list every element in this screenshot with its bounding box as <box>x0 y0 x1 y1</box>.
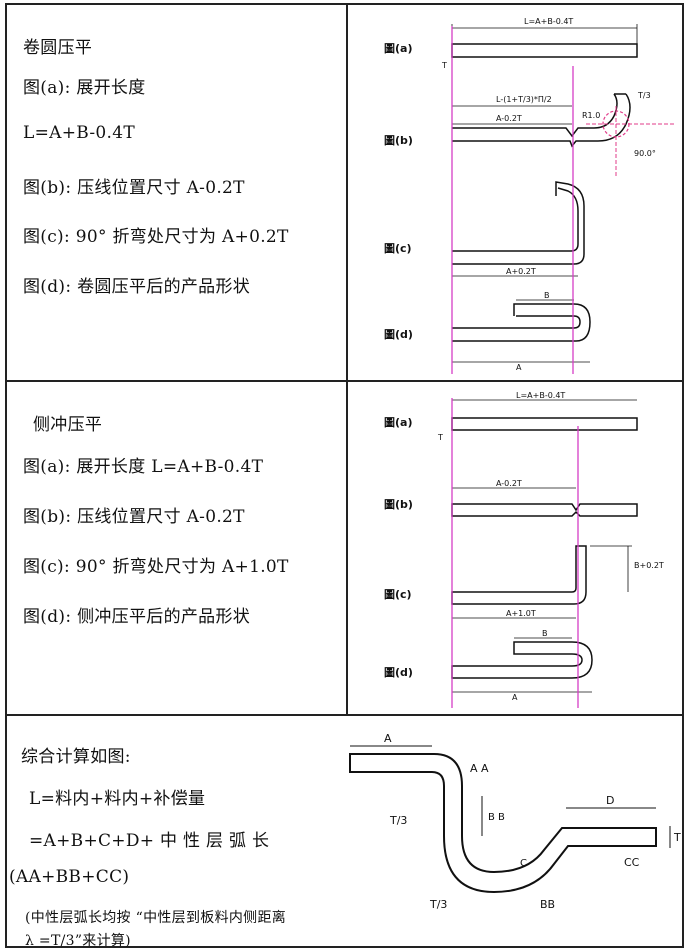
section3-title: 综合计算如图: <box>21 747 131 767</box>
section3-formula-line: (AA+BB+CC) <box>9 867 130 887</box>
dim-t: T <box>673 831 681 844</box>
fig-c-label: 圖(c) <box>384 242 412 255</box>
fig-b-label: 圖(b) <box>384 134 413 147</box>
section1-title: 卷圆压平 <box>23 38 93 58</box>
fig-c-part <box>451 545 587 605</box>
fig-d-dim-a: A <box>516 363 522 372</box>
section1-diagram: 圖(a) 圖(b) 圖(c) 圖(d) L=A+B-0.4T L-(1+T/3)… <box>384 17 676 374</box>
section1-line: 图(c): 90° 折弯处尺寸为 A+0.2T <box>23 227 289 247</box>
fig-d-part <box>451 641 593 679</box>
fig-d-label: 圖(d) <box>384 666 413 679</box>
dim-t3-b: T/3 <box>429 898 447 911</box>
fig-d-label: 圖(d) <box>384 328 413 341</box>
section2-line: 图(c): 90° 折弯处尺寸为 A+1.0T <box>23 557 289 577</box>
thickness-label: T <box>437 433 443 442</box>
dim-t3-a: T/3 <box>389 814 407 827</box>
fig-b-dim-t3: T/3 <box>637 91 651 100</box>
section3-profile <box>349 753 657 894</box>
fig-c-dim-v: B+0.2T <box>634 561 664 570</box>
fig-d-dim-b: B <box>544 291 550 300</box>
fig-a-label: 圖(a) <box>384 42 412 55</box>
fig-b-dim-a: A-0.2T <box>496 114 522 123</box>
fig-a-label: 圖(a) <box>384 416 412 429</box>
section1-line: 图(d): 卷圆压平后的产品形状 <box>23 277 251 297</box>
fig-a-dim: L=A+B-0.4T <box>524 17 573 26</box>
fig-b-label: 圖(b) <box>384 498 413 511</box>
dim-bb: BB <box>540 898 555 911</box>
section2-line: 图(b): 压线位置尺寸 A-0.2T <box>23 507 245 527</box>
section1-line: L=A+B-0.4T <box>23 123 135 143</box>
section3-diagram: A A A B B T/3 C T/3 BB D CC T <box>349 732 681 911</box>
section3-formula-line: L=料内+料内+补偿量 <box>29 789 206 809</box>
fig-a-strip <box>451 43 638 58</box>
fig-d-dim-b: B <box>542 629 548 638</box>
section2-title: 侧冲压平 <box>33 415 103 435</box>
section2-line: 图(d): 侧冲压平后的产品形状 <box>23 607 251 627</box>
section2-line: 图(a): 展开长度 L=A+B-0.4T <box>23 457 264 477</box>
fig-c-dim: A+0.2T <box>506 267 536 276</box>
fig-a-dim: L=A+B-0.4T <box>516 391 565 400</box>
fig-d-dim-a: A <box>512 693 518 702</box>
fig-b-dim-top: L-(1+T/3)*Π/2 <box>496 95 552 104</box>
thickness-label: T <box>441 61 447 70</box>
section1-line: 图(a): 展开长度 <box>23 78 146 98</box>
section3-note: λ =T/3”来计算) <box>25 933 131 949</box>
section3-note: (中性层弧长均按 “中性层到板料内侧距离 <box>25 910 287 926</box>
dim-d: D <box>606 794 614 807</box>
content-table: 卷圆压平 图(a): 展开长度 L=A+B-0.4T 图(b): 压线位置尺寸 … <box>5 3 684 949</box>
fig-b-dim: A-0.2T <box>496 479 522 488</box>
column-divider <box>346 5 348 714</box>
fig-a-strip <box>451 417 638 431</box>
section2-diagram: 圖(a) 圖(b) 圖(c) 圖(d) L=A+B-0.4T A-0.2T A+… <box>384 391 664 708</box>
fig-b-strip <box>451 503 638 517</box>
dim-aa: A A <box>470 762 489 775</box>
row-divider-1 <box>7 380 682 382</box>
fig-c-label: 圖(c) <box>384 588 412 601</box>
fig-c-dim: A+1.0T <box>506 609 536 618</box>
dim-cc: CC <box>624 856 640 869</box>
dim-a: A <box>384 732 392 745</box>
fig-b-dim-r: R1.0 <box>582 111 600 120</box>
dim-bb-v: B B <box>488 812 505 823</box>
dim-c: C <box>520 858 527 869</box>
section3-formula-line: =A+B+C+D+ 中 性 层 弧 长 <box>29 831 270 851</box>
row-divider-2 <box>7 714 682 716</box>
section1-line: 图(b): 压线位置尺寸 A-0.2T <box>23 178 245 198</box>
fig-b-dim-angle: 90.0° <box>634 149 656 158</box>
